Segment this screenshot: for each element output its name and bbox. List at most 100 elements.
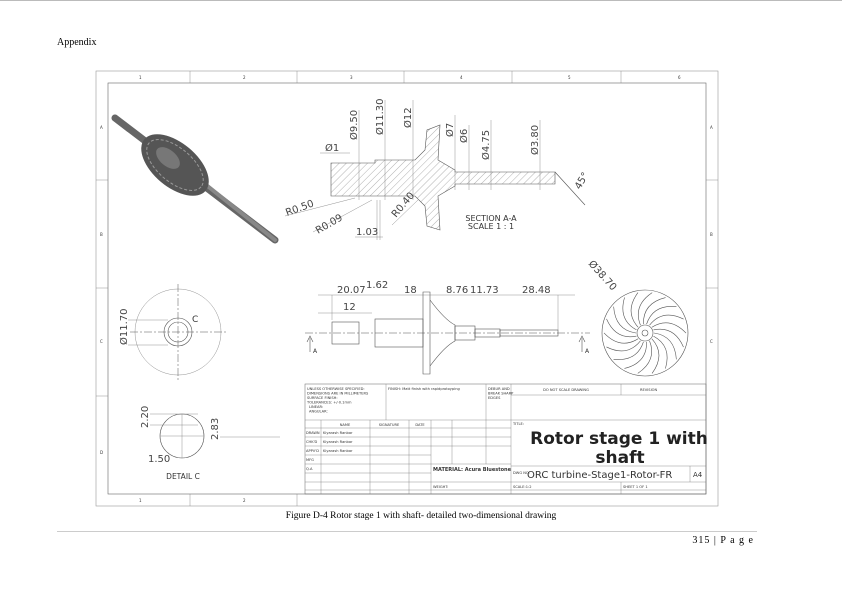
figure-caption: Figure D-4 Rotor stage 1 with shaft- det… bbox=[285, 511, 557, 521]
zone-col-1: 1 bbox=[139, 75, 142, 80]
detail-c-view: 2.20 2.83 1.50 DETAIL C bbox=[140, 406, 280, 481]
dim-d12: Ø12 bbox=[402, 107, 414, 128]
scale-label: SCALE:1:2 bbox=[513, 485, 532, 489]
col-signature: SIGNATURE bbox=[379, 423, 400, 427]
impeller-blade bbox=[653, 328, 684, 348]
material: MATERIAL: Acura Bluestone bbox=[433, 467, 512, 473]
zone-row-c: C bbox=[100, 339, 103, 344]
dim-11-73: 11.73 bbox=[470, 285, 499, 296]
zone-col-2-bottom: 2 bbox=[243, 498, 246, 503]
deburr-line-3: EDGES bbox=[488, 396, 501, 400]
impeller-blade bbox=[651, 338, 660, 374]
note-line-2: DIMENSIONS ARE IN MILLIMETERS bbox=[307, 392, 369, 396]
do-not-scale: DO NOT SCALE DRAWING bbox=[543, 388, 589, 392]
page-top-rule bbox=[0, 0, 842, 1]
zone-col-3: 3 bbox=[350, 75, 353, 80]
dim-1-50: 1.50 bbox=[148, 454, 170, 465]
note-line-6: ANGULAR: bbox=[309, 410, 328, 414]
impeller-blade bbox=[651, 322, 687, 334]
dim-28-48: 28.48 bbox=[522, 285, 551, 296]
dim-d1: Ø1 bbox=[325, 142, 339, 154]
footer-rule bbox=[57, 531, 757, 532]
weight-label: WEIGHT: bbox=[433, 485, 448, 489]
section-marker-left: A bbox=[313, 348, 318, 355]
zone-row-a: A bbox=[100, 125, 103, 130]
drawing-number: ORC turbine-Stage1-Rotor-FR bbox=[527, 470, 672, 481]
dim-d4-75: Ø4.75 bbox=[480, 130, 492, 160]
dim-18: 18 bbox=[404, 285, 417, 296]
dim-2-83: 2.83 bbox=[210, 418, 221, 440]
impeller-blade bbox=[637, 292, 653, 326]
zone-col-4: 4 bbox=[460, 75, 463, 80]
zone-row-b: B bbox=[100, 232, 103, 237]
zone-col-6: 6 bbox=[678, 75, 681, 80]
dim-2-20: 2.20 bbox=[140, 406, 151, 428]
dim-12: 12 bbox=[343, 302, 356, 313]
title-label: TITLE: bbox=[512, 422, 524, 426]
impeller-blade bbox=[603, 332, 639, 344]
impeller-blade bbox=[653, 335, 668, 369]
dim-d11-30: Ø11.30 bbox=[374, 99, 386, 136]
note-line-1: UNLESS OTHERWISE SPECIFIED: bbox=[307, 387, 365, 391]
detail-marker-c: C bbox=[192, 315, 198, 325]
name-drawn: Kiyarash Ranbar bbox=[323, 431, 353, 435]
zone-col-5: 5 bbox=[568, 75, 571, 80]
section-marker-right: A bbox=[585, 348, 590, 355]
zone-row-c-right: C bbox=[710, 339, 713, 344]
zone-col-2: 2 bbox=[243, 75, 246, 80]
title-block: UNLESS OTHERWISE SPECIFIED: DIMENSIONS A… bbox=[304, 383, 708, 495]
impeller-blade bbox=[622, 297, 637, 331]
side-view: 20.07 1.62 18 8.76 11.73 28.48 12 Ø38.70… bbox=[305, 258, 689, 377]
zone-row-b-right: B bbox=[710, 232, 713, 237]
detail-title: DETAIL C bbox=[166, 472, 200, 481]
impeller-blade bbox=[624, 341, 647, 369]
deburr-line-1: DEBUR AND bbox=[488, 387, 510, 391]
note-line-3: SURFACE FINISH: bbox=[307, 396, 338, 400]
zone-labels: 1 2 3 4 5 6 1 2 A B C D A B C bbox=[100, 75, 713, 503]
impeller-blade bbox=[646, 306, 677, 325]
section-scale: SCALE 1 : 1 bbox=[468, 222, 514, 231]
impeller-blade bbox=[653, 332, 677, 360]
role-checked: CHK'D bbox=[306, 440, 318, 444]
zone-row-a-right: A bbox=[710, 125, 713, 130]
finish-note: FINISH: Matt finish with rapidprotoyping bbox=[388, 387, 460, 391]
impeller-blade bbox=[637, 340, 653, 374]
impeller-blade bbox=[630, 292, 639, 328]
note-line-4: TOLERANCES: +/-0.1mm bbox=[306, 401, 352, 405]
dim-8-76: 8.76 bbox=[446, 285, 468, 296]
role-drawn: DRAWN bbox=[306, 431, 320, 435]
impeller-blade bbox=[606, 318, 637, 338]
dim-1-03: 1.03 bbox=[356, 227, 378, 238]
isometric-rotor-render bbox=[111, 114, 279, 244]
name-checked: Kiyarash Ranbar bbox=[323, 440, 353, 444]
name-approved: Kiyarash Ranbar bbox=[323, 449, 353, 453]
role-mfg: MFG bbox=[306, 458, 314, 462]
section-title: SECTION A-A bbox=[465, 214, 517, 223]
end-view: Ø11.70 C bbox=[118, 284, 226, 380]
zone-ticks bbox=[96, 71, 718, 506]
deburr-line-2: BREAK SHARP bbox=[488, 392, 514, 396]
impeller-front-view bbox=[601, 289, 689, 377]
impeller-blade bbox=[613, 306, 637, 334]
sheet-label: SHEET 1 OF 1 bbox=[623, 485, 648, 489]
section-a-a-view: Ø1 Ø9.50 Ø11.30 Ø12 Ø7 Ø6 Ø4.75 Ø3.80 R0… bbox=[284, 99, 591, 240]
col-name: NAME bbox=[340, 423, 351, 427]
dim-d6: Ø6 bbox=[458, 129, 470, 143]
zone-col-1-bottom: 1 bbox=[139, 498, 142, 503]
dim-1-62: 1.62 bbox=[366, 280, 388, 291]
drawing-title-line-2: shaft bbox=[595, 448, 644, 468]
dim-20-07: 20.07 bbox=[337, 285, 366, 296]
page-number: 315 | P a g e bbox=[692, 535, 754, 546]
impeller-blade bbox=[613, 341, 644, 360]
col-date: DATE bbox=[415, 423, 425, 427]
dim-d3-80: Ø3.80 bbox=[529, 125, 541, 155]
revision-label: REVISION bbox=[640, 388, 657, 392]
dim-d11-70: Ø11.70 bbox=[118, 309, 130, 346]
impeller-blade bbox=[606, 340, 641, 352]
zone-row-d: D bbox=[100, 450, 103, 455]
impeller-blade bbox=[649, 314, 684, 326]
dim-d9-50: Ø9.50 bbox=[348, 110, 360, 140]
sheet-outer-frame bbox=[95, 70, 719, 507]
impeller-blade bbox=[643, 297, 666, 325]
